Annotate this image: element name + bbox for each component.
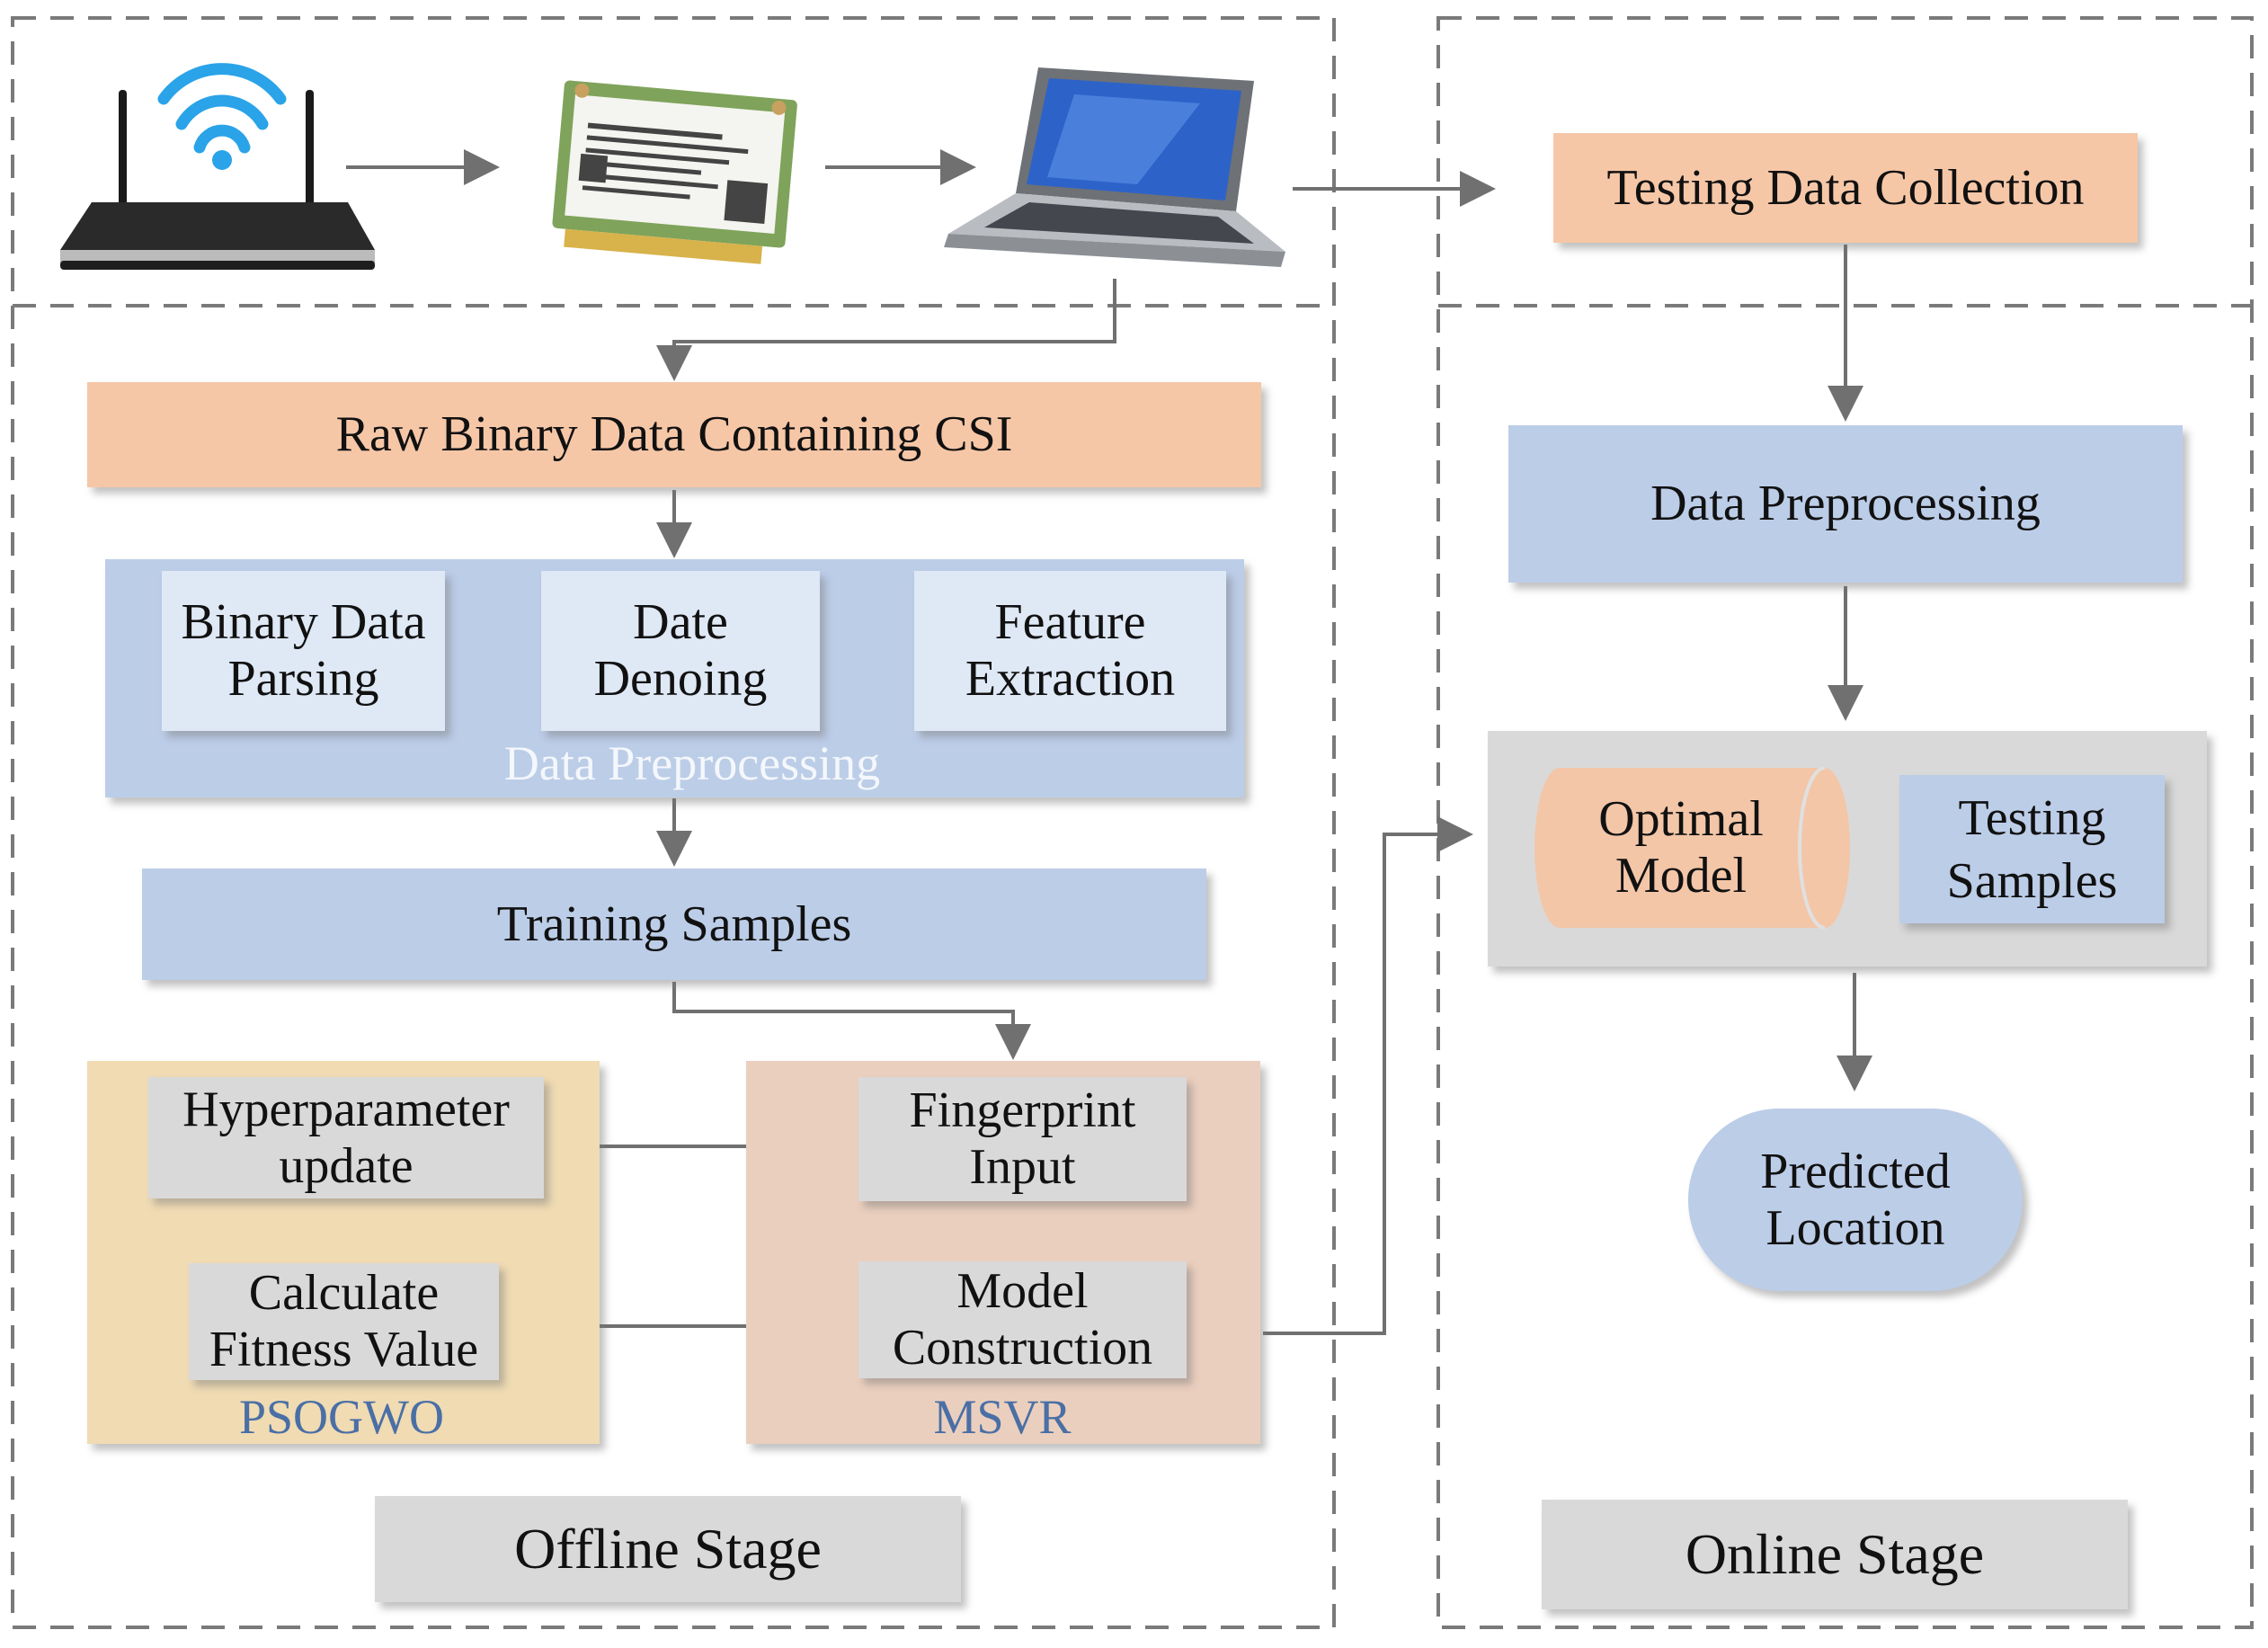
fitness-line-2: Fitness Value	[209, 1322, 479, 1377]
training-samples-label: Training Samples	[496, 895, 852, 952]
offline-stage-label: Offline Stage	[514, 1517, 822, 1581]
denoising-line-2: Denoing	[593, 651, 768, 707]
training-samples-box: Training Samples	[142, 869, 1206, 980]
optimal-model-cylinder	[1533, 766, 1852, 930]
model-line-1: Model	[956, 1263, 1089, 1320]
arrow-laptop-to-raw	[656, 279, 1116, 381]
fingerprint-line-2: Input	[969, 1139, 1076, 1195]
offline-stage-label-box: Offline Stage	[375, 1496, 961, 1602]
feature-extraction-box: Feature Extraction	[914, 571, 1226, 731]
testing-samples-box: Testing Samples	[1899, 775, 2165, 923]
fitness-line-1: Calculate	[248, 1265, 440, 1322]
binary-data-parsing-box: Binary Data Parsing	[162, 571, 445, 731]
feature-line-1: Feature	[994, 594, 1146, 651]
parsing-line-1: Binary Data	[181, 594, 426, 651]
raw-binary-data-label: Raw Binary Data Containing CSI	[335, 406, 1013, 463]
hyper-line-2: update	[279, 1137, 414, 1194]
testing-data-collection-label: Testing Data Collection	[1606, 159, 2085, 216]
parsing-line-2: Parsing	[227, 651, 379, 707]
laptop-icon	[930, 58, 1294, 283]
data-preprocessing-caption: Data Preprocessing	[503, 736, 881, 790]
testing-samples-line-1: Testing	[1958, 789, 2106, 846]
calculate-fitness-box: Calculate Fitness Value	[189, 1263, 499, 1380]
date-denoising-box: Date Denoing	[541, 571, 820, 731]
online-preprocessing-box: Data Preprocessing	[1508, 425, 2183, 583]
testing-samples-line-2: Samples	[1946, 852, 2118, 909]
predicted-line-2: Location	[1765, 1199, 1945, 1256]
hyper-line-1: Hyperparameter	[182, 1081, 510, 1137]
optimal-model-text: Optimal Model	[1560, 766, 1802, 930]
arrow-msvr-to-optimal	[1263, 816, 1473, 1335]
online-stage-label: Online Stage	[1685, 1522, 1985, 1587]
network-card-icon	[544, 76, 805, 265]
predicted-location-box: Predicted Location	[1688, 1109, 2023, 1291]
optimal-line-1: Optimal	[1598, 791, 1764, 848]
testing-data-collection-box: Testing Data Collection	[1553, 133, 2138, 243]
predicted-line-1: Predicted	[1760, 1143, 1951, 1199]
online-stage-label-box: Online Stage	[1542, 1500, 2128, 1609]
psogwo-caption: PSOGWO	[238, 1390, 445, 1444]
optimal-line-2: Model	[1614, 848, 1748, 904]
denoising-line-1: Date	[633, 594, 728, 651]
feature-line-2: Extraction	[965, 651, 1176, 707]
msvr-caption: MSVR	[933, 1390, 1072, 1444]
model-construction-box: Model Construction	[858, 1261, 1187, 1378]
model-line-2: Construction	[892, 1320, 1153, 1376]
raw-binary-data-box: Raw Binary Data Containing CSI	[87, 382, 1261, 487]
fingerprint-line-1: Fingerprint	[909, 1082, 1136, 1139]
online-preprocessing-label: Data Preprocessing	[1650, 476, 2041, 532]
arrow-training-to-fingerprint	[672, 982, 1031, 1060]
wifi-router-icon	[56, 54, 379, 274]
hyperparameter-update-box: Hyperparameter update	[148, 1077, 544, 1198]
fingerprint-input-box: Fingerprint Input	[858, 1077, 1187, 1201]
